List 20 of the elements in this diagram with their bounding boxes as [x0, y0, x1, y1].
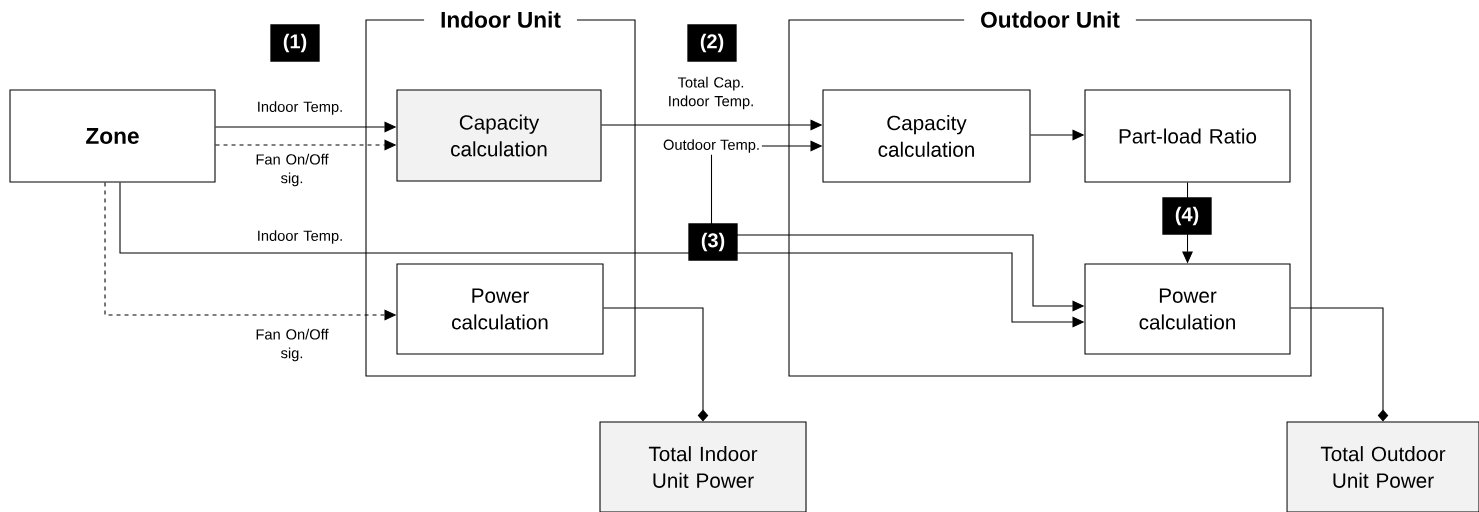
callout-number: (3)	[688, 223, 738, 261]
process-box: Power calculation	[396, 263, 604, 355]
callout-number: (2)	[687, 24, 737, 62]
process-box: Capacity calculation	[822, 89, 1031, 183]
arrow	[1290, 307, 1389, 422]
edge-label: Fan On/Off sig.	[242, 152, 342, 188]
edge-label: Fan On/Off sig.	[242, 327, 342, 363]
process-box: Power calculation	[1084, 263, 1291, 355]
callout-number: (4)	[1162, 197, 1212, 235]
process-box: Zone	[9, 89, 216, 183]
edge-label: Indoor Temp.	[250, 228, 350, 246]
edge-label: Total Cap. Indoor Temp.	[661, 75, 761, 111]
arrow	[603, 307, 709, 422]
process-box: Part-load Ratio	[1084, 89, 1291, 183]
signal-label: Outdoor Temp.	[663, 139, 759, 153]
edge-label: Indoor Temp.	[250, 99, 350, 117]
process-box: Total Indoor Unit Power	[599, 421, 807, 512]
callout-number: (1)	[270, 24, 320, 62]
process-box: Capacity calculation	[396, 89, 602, 182]
process-box: Total Outdoor Unit Power	[1286, 421, 1479, 512]
